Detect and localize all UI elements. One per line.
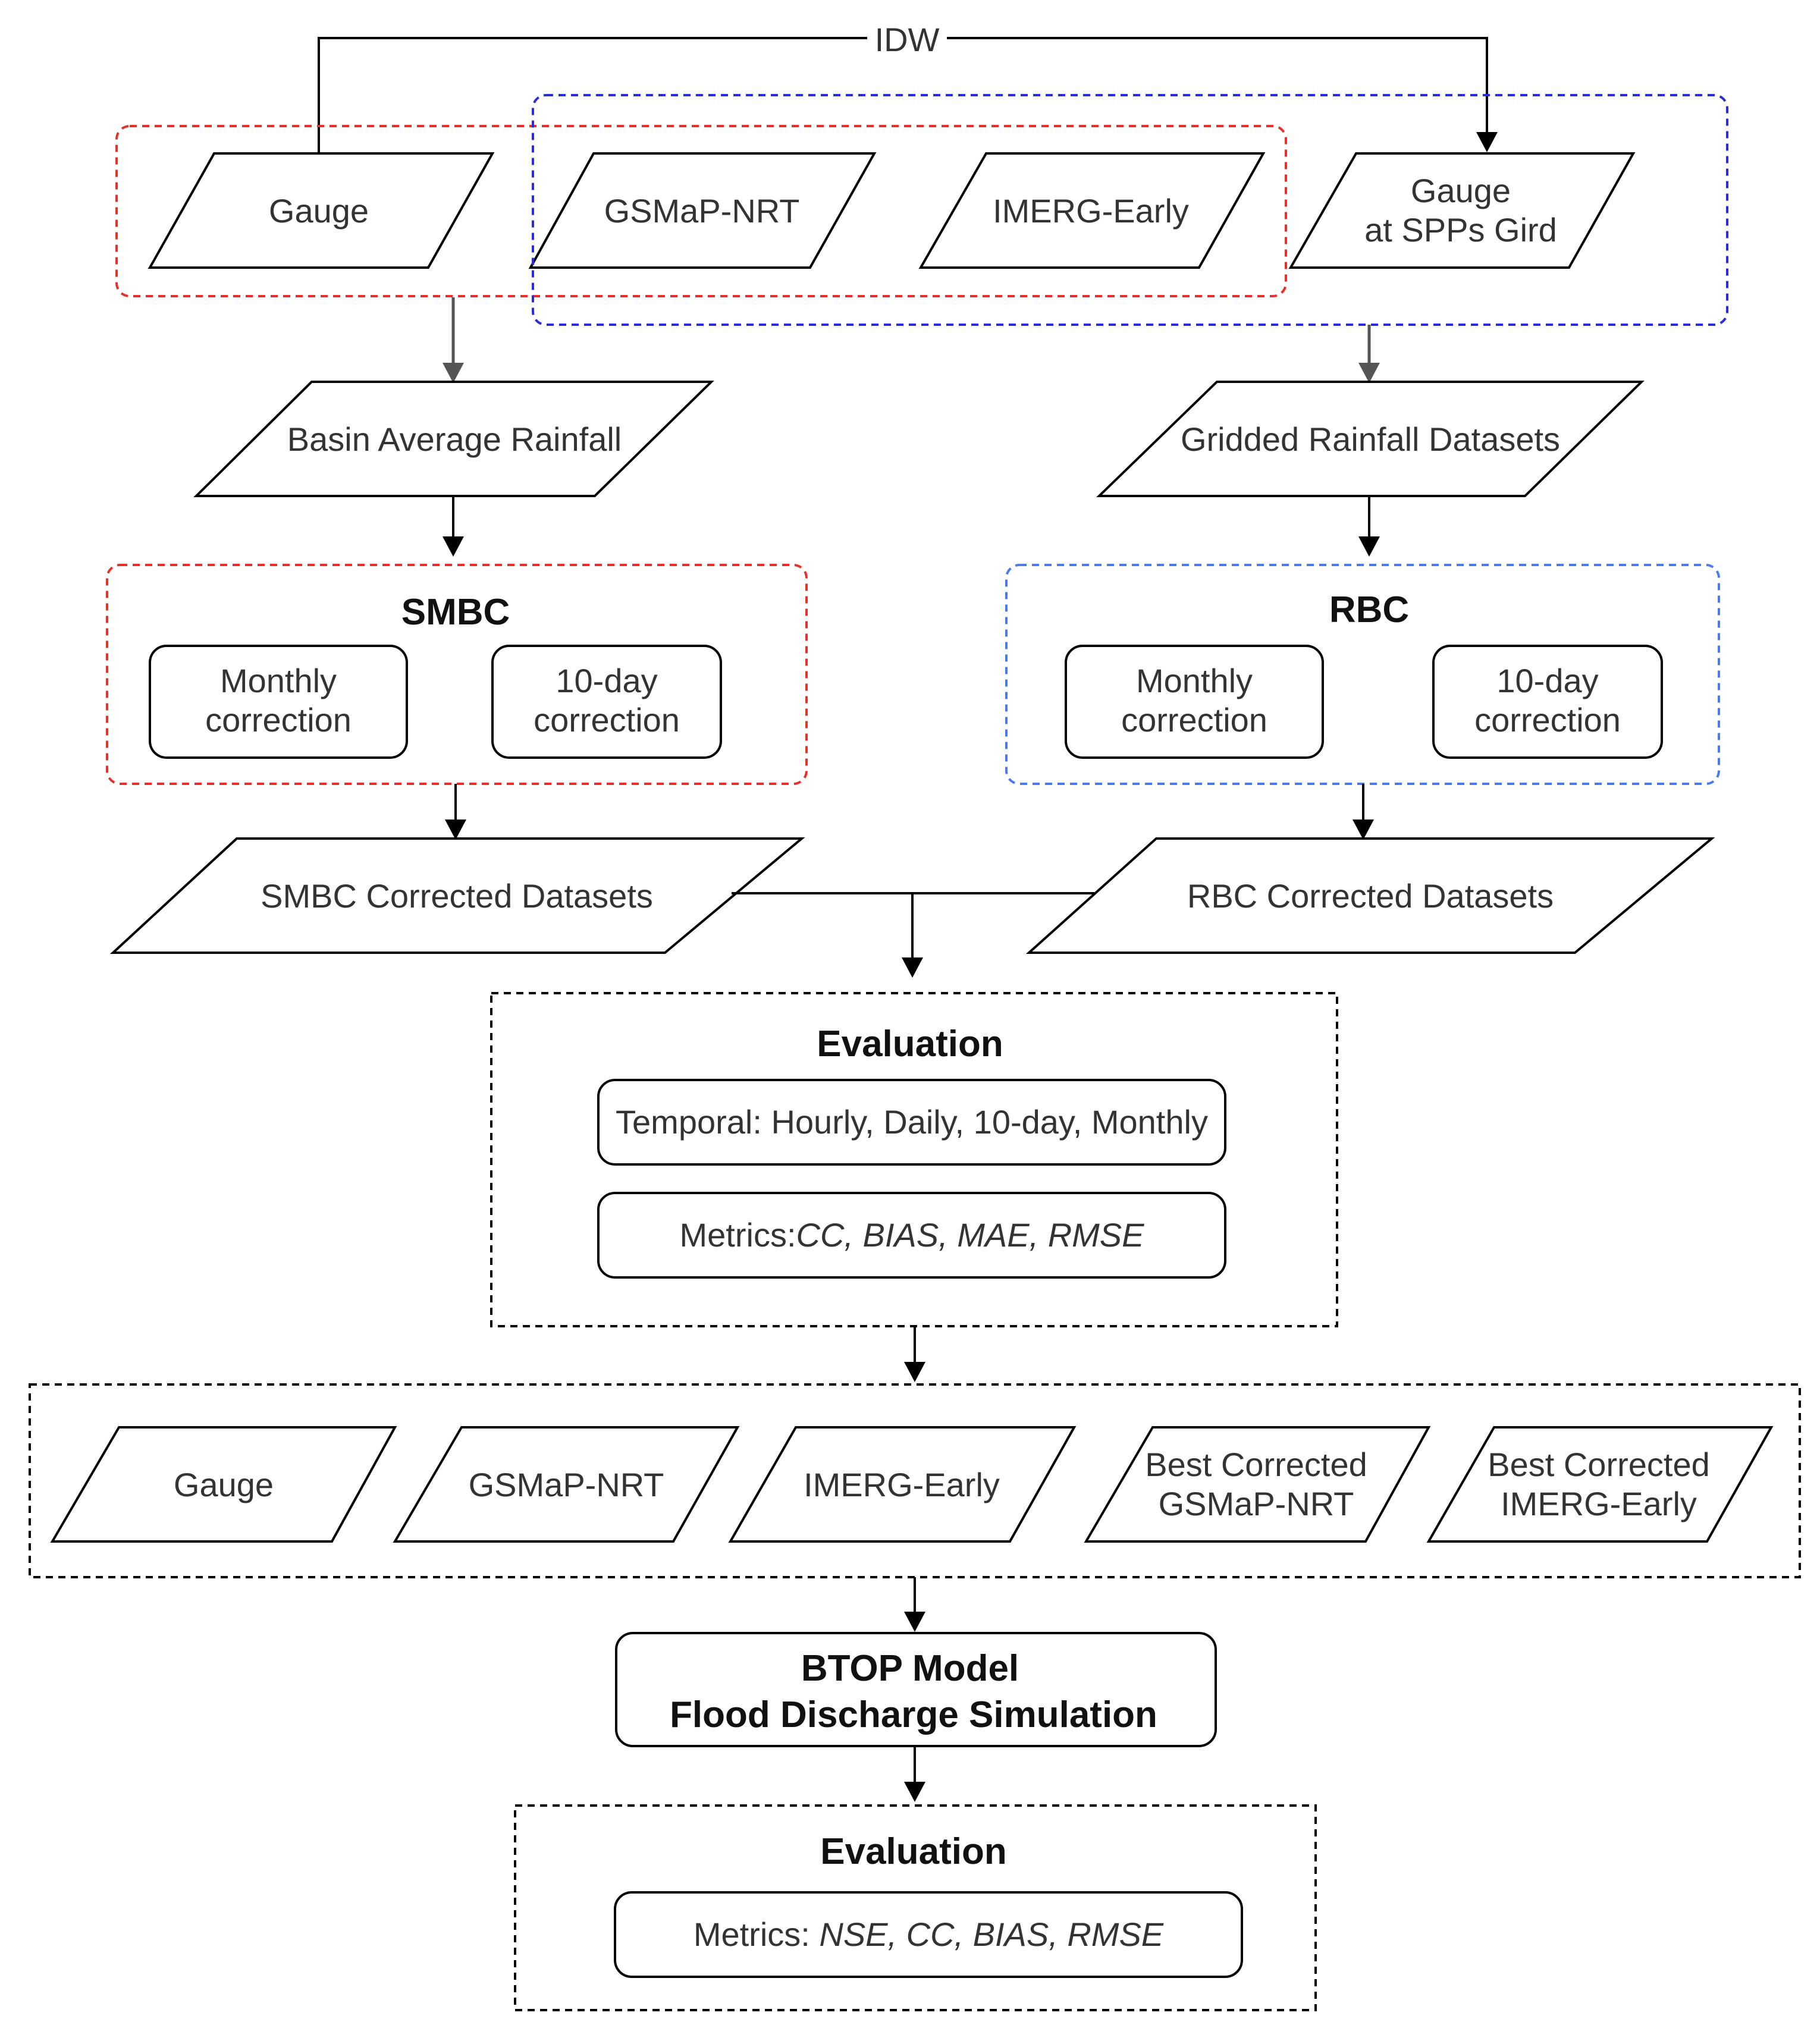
dataset-best-imerg-line1: Best Corrected [1488, 1446, 1710, 1483]
idw-connector: IDW [318, 21, 1498, 155]
arrow-gauge-to-basin-head [443, 363, 464, 383]
evaluation1-temporal-label: Temporal: Hourly, Daily, 10-day, Monthly [616, 1103, 1208, 1141]
dataset-best-gsmap-line2: GSMaP-NRT [1159, 1485, 1354, 1522]
gridded-rainfall-datasets: Gridded Rainfall Datasets [1096, 381, 1645, 497]
rbc-10day-correction: 10-day correction [1432, 645, 1663, 759]
rbc-10day-line1: 10-day [1496, 662, 1598, 699]
arrow-merge-to-eval-head [902, 957, 923, 978]
evaluation1-title: Evaluation [817, 1023, 1003, 1065]
evaluation2-title: Evaluation [820, 1831, 1007, 1872]
evaluation1-metrics-label: Metrics:CC, BIAS, MAE, RMSE [680, 1216, 1145, 1254]
gridded-label: Gridded Rainfall Datasets [1181, 420, 1560, 458]
arrow-datasets-to-model-head [904, 1612, 925, 1632]
basin-average-rainfall: Basin Average Rainfall [193, 381, 714, 497]
input-gsmap-nrt: GSMaP-NRT [528, 152, 877, 269]
input-imerg-early-label: IMERG-Early [993, 192, 1189, 230]
arrow-eval-to-datasets-head [904, 1362, 925, 1382]
arrow-smbc-to-corrected-head [445, 820, 466, 840]
input-gsmap-nrt-label: GSMaP-NRT [604, 192, 800, 230]
dataset-gsmap-nrt: GSMaP-NRT [393, 1426, 740, 1543]
idw-arrowhead [1476, 132, 1498, 152]
evaluation1-metrics-prefix: Metrics: [680, 1216, 796, 1254]
arrow-gridded-to-rbc-head [1358, 536, 1380, 557]
rbc-monthly-line1: Monthly [1136, 662, 1253, 699]
evaluation1-metrics: Metrics:CC, BIAS, MAE, RMSE [597, 1192, 1226, 1279]
rbc-monthly-correction: Monthly correction [1065, 645, 1324, 759]
group-smbc-inputs [115, 125, 1287, 297]
smbc-monthly-line1: Monthly [220, 662, 337, 699]
smbc-10day-line1: 10-day [556, 662, 657, 699]
btop-model: BTOP Model Flood Discharge Simulation [615, 1632, 1217, 1747]
dataset-gauge-label: Gauge [174, 1466, 274, 1503]
group-rbc-inputs [532, 94, 1728, 326]
input-imerg-early: IMERG-Early [918, 152, 1266, 269]
evaluation2-metrics-label: Metrics: NSE, CC, BIAS, RMSE [694, 1916, 1164, 1953]
arrow-model-to-eval-head [904, 1782, 925, 1802]
dataset-gsmap-nrt-label: GSMaP-NRT [469, 1466, 664, 1503]
btop-model-line1: BTOP Model [801, 1648, 1019, 1689]
basin-average-label: Basin Average Rainfall [287, 420, 622, 458]
evaluation2-group [514, 1804, 1317, 2011]
evaluation1-metrics-values: CC, BIAS, MAE, RMSE [796, 1216, 1145, 1254]
rbc-title: RBC [1329, 589, 1409, 630]
evaluation2-metrics-prefix: Metrics: [694, 1916, 820, 1953]
smbc-corrected-label: SMBC Corrected Datasets [261, 877, 653, 915]
dataset-best-gsmap-line1: Best Corrected [1145, 1446, 1367, 1483]
input-gauge-spp-line1: Gauge [1411, 172, 1511, 209]
smbc-monthly-correction: Monthly correction [149, 645, 408, 759]
rbc-10day-line2: correction [1474, 701, 1621, 739]
dataset-best-imerg-line2: IMERG-Early [1501, 1485, 1697, 1522]
evaluation1-temporal: Temporal: Hourly, Daily, 10-day, Monthly [597, 1079, 1226, 1166]
idw-label: IDW [875, 21, 940, 58]
input-gauge-label: Gauge [269, 192, 369, 230]
input-gauge: Gauge [148, 152, 495, 269]
evaluation2-metrics: Metrics: NSE, CC, BIAS, RMSE [614, 1891, 1243, 1978]
smbc-monthly-line2: correction [205, 701, 352, 739]
arrow-basin-to-smbc-head [443, 536, 464, 557]
smbc-corrected-datasets: SMBC Corrected Datasets [109, 837, 805, 954]
btop-model-line2: Flood Discharge Simulation [670, 1694, 1157, 1735]
smbc-10day-line2: correction [534, 701, 680, 739]
dataset-best-imerg: Best Corrected IMERG-Early [1426, 1426, 1774, 1543]
dataset-imerg-early-label: IMERG-Early [804, 1466, 1000, 1503]
arrow-group-to-gridded-head [1358, 363, 1380, 383]
dataset-best-gsmap: Best Corrected GSMaP-NRT [1084, 1426, 1431, 1543]
input-gauge-spp-grid: Gauge at SPPs Gird [1288, 152, 1636, 269]
rbc-monthly-line2: correction [1121, 701, 1267, 739]
arrow-rbc-to-corrected-head [1353, 820, 1374, 840]
smbc-10day-correction: 10-day correction [491, 645, 722, 759]
evaluation2-metrics-values: NSE, CC, BIAS, RMSE [819, 1916, 1163, 1953]
input-gauge-spp-line2: at SPPs Gird [1364, 211, 1557, 249]
rbc-corrected-label: RBC Corrected Datasets [1187, 877, 1554, 915]
dataset-imerg-early: IMERG-Early [728, 1426, 1077, 1543]
dataset-gauge: Gauge [50, 1426, 397, 1543]
smbc-title: SMBC [401, 592, 510, 633]
rbc-corrected-datasets: RBC Corrected Datasets [1025, 837, 1715, 954]
